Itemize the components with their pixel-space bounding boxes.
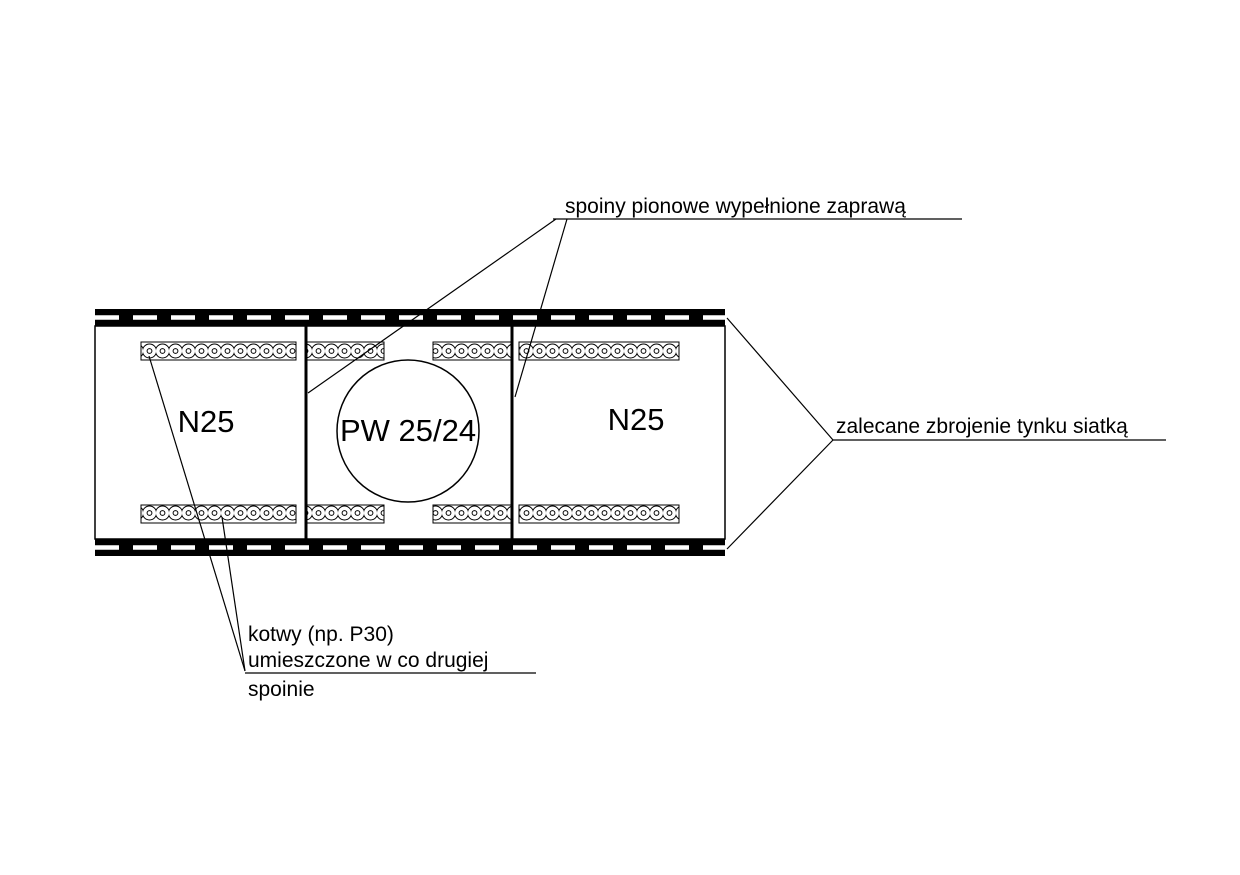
block-label-center: PW 25/24	[339, 413, 477, 448]
top-plaster-band	[95, 309, 725, 326]
anchor-chain-segment	[306, 341, 385, 361]
block-label-right: N25	[607, 402, 665, 437]
bottom-plaster-band	[95, 539, 725, 556]
anchor-chain-segment	[518, 504, 680, 524]
label-mesh-reinforcement: zalecane zbrojenie tynku siatką	[836, 415, 1128, 438]
anchor-chain-segment	[432, 504, 514, 524]
anchor-chain-segment	[518, 341, 680, 361]
label-anchors-line2: umieszczone w co drugiej	[248, 649, 489, 672]
anchor-chain-row-top	[140, 341, 680, 361]
center-block-circle	[336, 359, 480, 503]
anchor-chain-segment	[140, 341, 297, 361]
block-label-left: N25	[177, 404, 235, 439]
anchor-chain-segment	[432, 341, 514, 361]
label-vertical-joints: spoiny pionowe wypełnione zaprawą	[565, 195, 906, 218]
top-annotation-leader-lines	[307, 218, 962, 398]
label-anchors-line3: spoinie	[248, 678, 315, 701]
anchor-chain-segment	[140, 504, 297, 524]
anchors-annotation-leader-lines	[148, 355, 536, 674]
right-annotation-leader-lines	[726, 317, 1166, 550]
anchor-chain-segment	[306, 504, 385, 524]
label-anchors-line1: kotwy (np. P30)	[248, 623, 394, 646]
anchor-chain-row-bottom	[140, 504, 680, 524]
